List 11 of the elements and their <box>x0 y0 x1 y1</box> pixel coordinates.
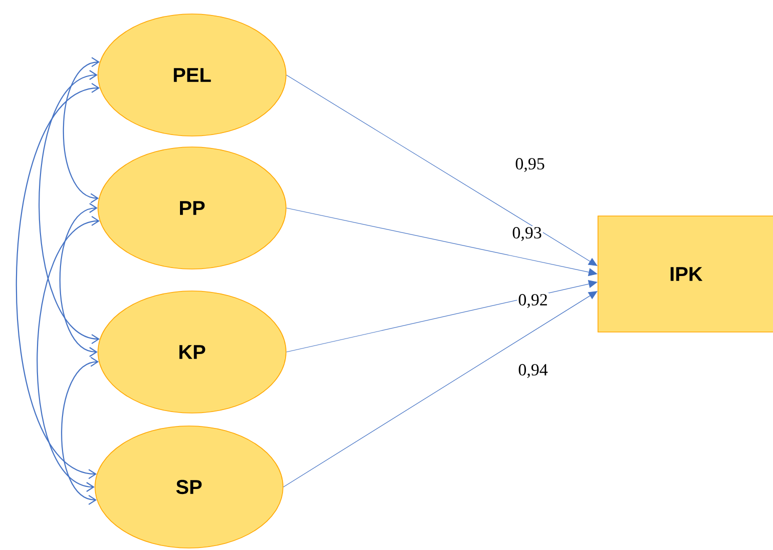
edge-label: 0,93 <box>511 226 543 242</box>
covariance-arrow <box>61 356 99 505</box>
covariance-arrow <box>59 203 98 357</box>
outcome-box: IPK <box>598 216 773 332</box>
edge-label: 0,94 <box>517 363 549 379</box>
covariance-arrow <box>38 70 100 344</box>
covariance-arrow <box>62 57 100 204</box>
edge-label: 0,92 <box>517 293 549 309</box>
covariance-arrow <box>16 83 100 479</box>
edge-label: 0,95 <box>514 157 546 173</box>
covariance-arrow <box>36 216 100 492</box>
